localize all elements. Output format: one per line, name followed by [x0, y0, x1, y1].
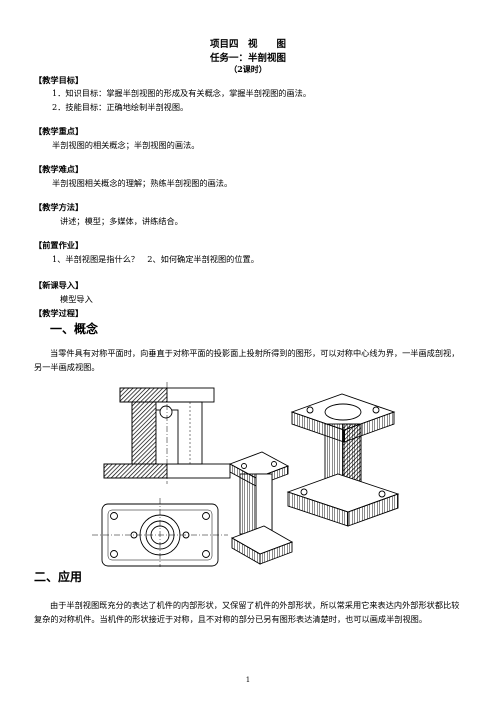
front-half-section-view: [103, 382, 231, 484]
document-subtitle: 任务一：半剖视图: [209, 53, 286, 64]
page-number: 1: [245, 676, 251, 684]
concept-paragraph: 当零件具有对称平面时，向垂直于对称平面的投影面上投射所得到的图形，可以对称中心线…: [34, 348, 460, 372]
document-title: 项目四 视 图: [209, 39, 286, 50]
intro-heading: 【新课导入】: [34, 280, 84, 290]
key-heading: 【教学重点】: [34, 126, 84, 136]
goals-heading: 【教学目标】: [34, 75, 84, 85]
application-paragraph: 由于半剖视图既充分的表达了机件的内部形状，又保留了机件的外部形状，所以常采用它来…: [34, 600, 460, 624]
process-heading: 【教学过程】: [34, 308, 84, 318]
difficult-text: 半剖视图相关概念的理解；熟练半剖视图的画法。: [52, 178, 233, 188]
key-text: 半剖视图的相关概念；半剖视图的画法。: [52, 140, 200, 150]
intro-text: 模型导入: [60, 294, 93, 304]
application-heading: 二、应用: [34, 570, 83, 584]
class-hours: （2课时）: [229, 64, 267, 74]
homework-heading: 【前置作业】: [34, 240, 84, 250]
concept-heading: 一、概念: [50, 322, 99, 336]
goal-2: 2．技能目标：正确地绘制半剖视图。: [52, 102, 189, 112]
homework-text: 1、半剖视图是指什么？ 2、如何确定半剖视图的位置。: [52, 254, 259, 264]
difficult-heading: 【教学难点】: [34, 164, 84, 174]
goal-1: 1．知识目标：掌握半剖视图的形成及有关概念，掌握半剖视图的画法。: [52, 88, 312, 98]
method-text: 讲述；模型；多媒体，讲练结合。: [60, 216, 183, 226]
isometric-view-small: [228, 451, 294, 565]
top-view: [92, 498, 228, 567]
half-section-drawing: [92, 382, 400, 567]
method-heading: 【教学方法】: [34, 202, 84, 212]
isometric-view-cutaway: [286, 393, 400, 527]
